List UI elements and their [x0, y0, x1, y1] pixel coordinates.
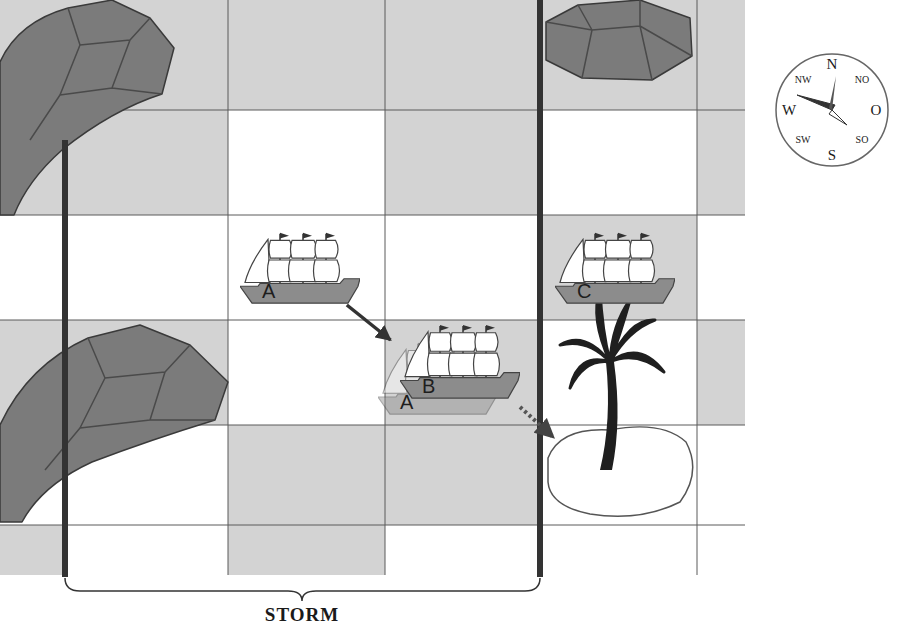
ship: B: [400, 322, 520, 400]
compass-point: O: [871, 103, 882, 118]
planned-move-arrow: [520, 407, 552, 436]
compass-ring: [776, 54, 888, 166]
ship-flag: [440, 325, 449, 331]
ship-sail: [451, 333, 477, 352]
ship-letter: A: [400, 392, 413, 412]
region-label: STORM: [265, 605, 339, 624]
compass: [776, 54, 888, 166]
ship-flag: [595, 233, 604, 239]
compass-point: N: [827, 57, 838, 72]
ship-sail: [475, 333, 498, 352]
ship-sail: [629, 260, 655, 282]
rock-body: [546, 0, 692, 80]
storm-border: [65, 0, 540, 577]
ship-sail: [584, 240, 607, 258]
ship: A: [240, 230, 360, 305]
ship-letter: B: [422, 376, 435, 396]
ship-flag: [280, 233, 289, 239]
compass-needle: [829, 110, 847, 125]
ship-sail: [269, 240, 292, 258]
gray-cell: [0, 525, 65, 575]
mountain-facet: [30, 8, 162, 140]
ship: C: [555, 230, 675, 305]
grid-line: [0, 215, 745, 216]
compass-point: W: [782, 103, 796, 118]
ship-sail: [291, 240, 317, 258]
gray-cell: [540, 215, 697, 320]
ship-flag: [303, 233, 312, 239]
compass-point: S: [828, 148, 836, 163]
ship-hull: [555, 279, 675, 303]
gray-cell: [228, 525, 385, 575]
ship-sail: [315, 240, 338, 258]
ship-flag: [463, 325, 472, 331]
grid-line: [0, 525, 745, 526]
ship-sail: [245, 239, 270, 282]
gray-cell: [228, 425, 540, 525]
storm-border-line: [537, 0, 543, 577]
ship-icon: [555, 230, 675, 305]
grid-lines: [0, 0, 745, 575]
ship-sail: [314, 260, 340, 282]
mountain-facet: [45, 338, 215, 470]
storm-brace: [65, 578, 540, 601]
island: [548, 427, 693, 516]
move-arrow: [347, 305, 391, 340]
ship-letter: C: [577, 281, 591, 301]
gray-cell: [385, 110, 540, 215]
mountain: [0, 325, 228, 522]
ship-sail: [429, 333, 452, 352]
ship-hull: [400, 373, 520, 398]
ship-sail: [560, 239, 585, 282]
ship-sail: [630, 240, 653, 258]
gray-cell: [697, 320, 745, 425]
compass-point: SO: [856, 135, 869, 145]
ship-flag: [326, 233, 335, 239]
grid-line: [385, 0, 386, 575]
palm-island: [548, 290, 693, 516]
ship-sail: [606, 240, 632, 258]
white-cells: [0, 0, 745, 575]
ship-sail: [474, 353, 500, 375]
ship-hull: [240, 279, 360, 303]
grid-line: [228, 0, 229, 575]
ship-icon: [240, 230, 360, 305]
ship-sail: [405, 332, 430, 377]
mountain-body: [0, 0, 174, 215]
palm-leaves: [560, 290, 664, 388]
ship-flag: [641, 233, 650, 239]
palm-trunk: [600, 362, 618, 470]
compass-point: SW: [796, 135, 811, 145]
rock-facet: [546, 0, 692, 80]
mountain: [0, 0, 174, 215]
ship-flag: [618, 233, 627, 239]
grid-line: [697, 0, 698, 575]
ship-letter: A: [262, 281, 275, 301]
gray-cell: [697, 110, 745, 215]
rock: [546, 0, 692, 80]
mountain-body: [0, 325, 228, 522]
ship-icon: [400, 322, 520, 400]
sea-grid-cells: [0, 0, 745, 575]
compass-needle: [829, 76, 836, 110]
ship-flag: [486, 325, 495, 331]
grid-line: [0, 320, 745, 321]
compass-point: NW: [795, 75, 812, 85]
storm-border-line: [62, 140, 68, 577]
compass-point: NO: [855, 75, 869, 85]
